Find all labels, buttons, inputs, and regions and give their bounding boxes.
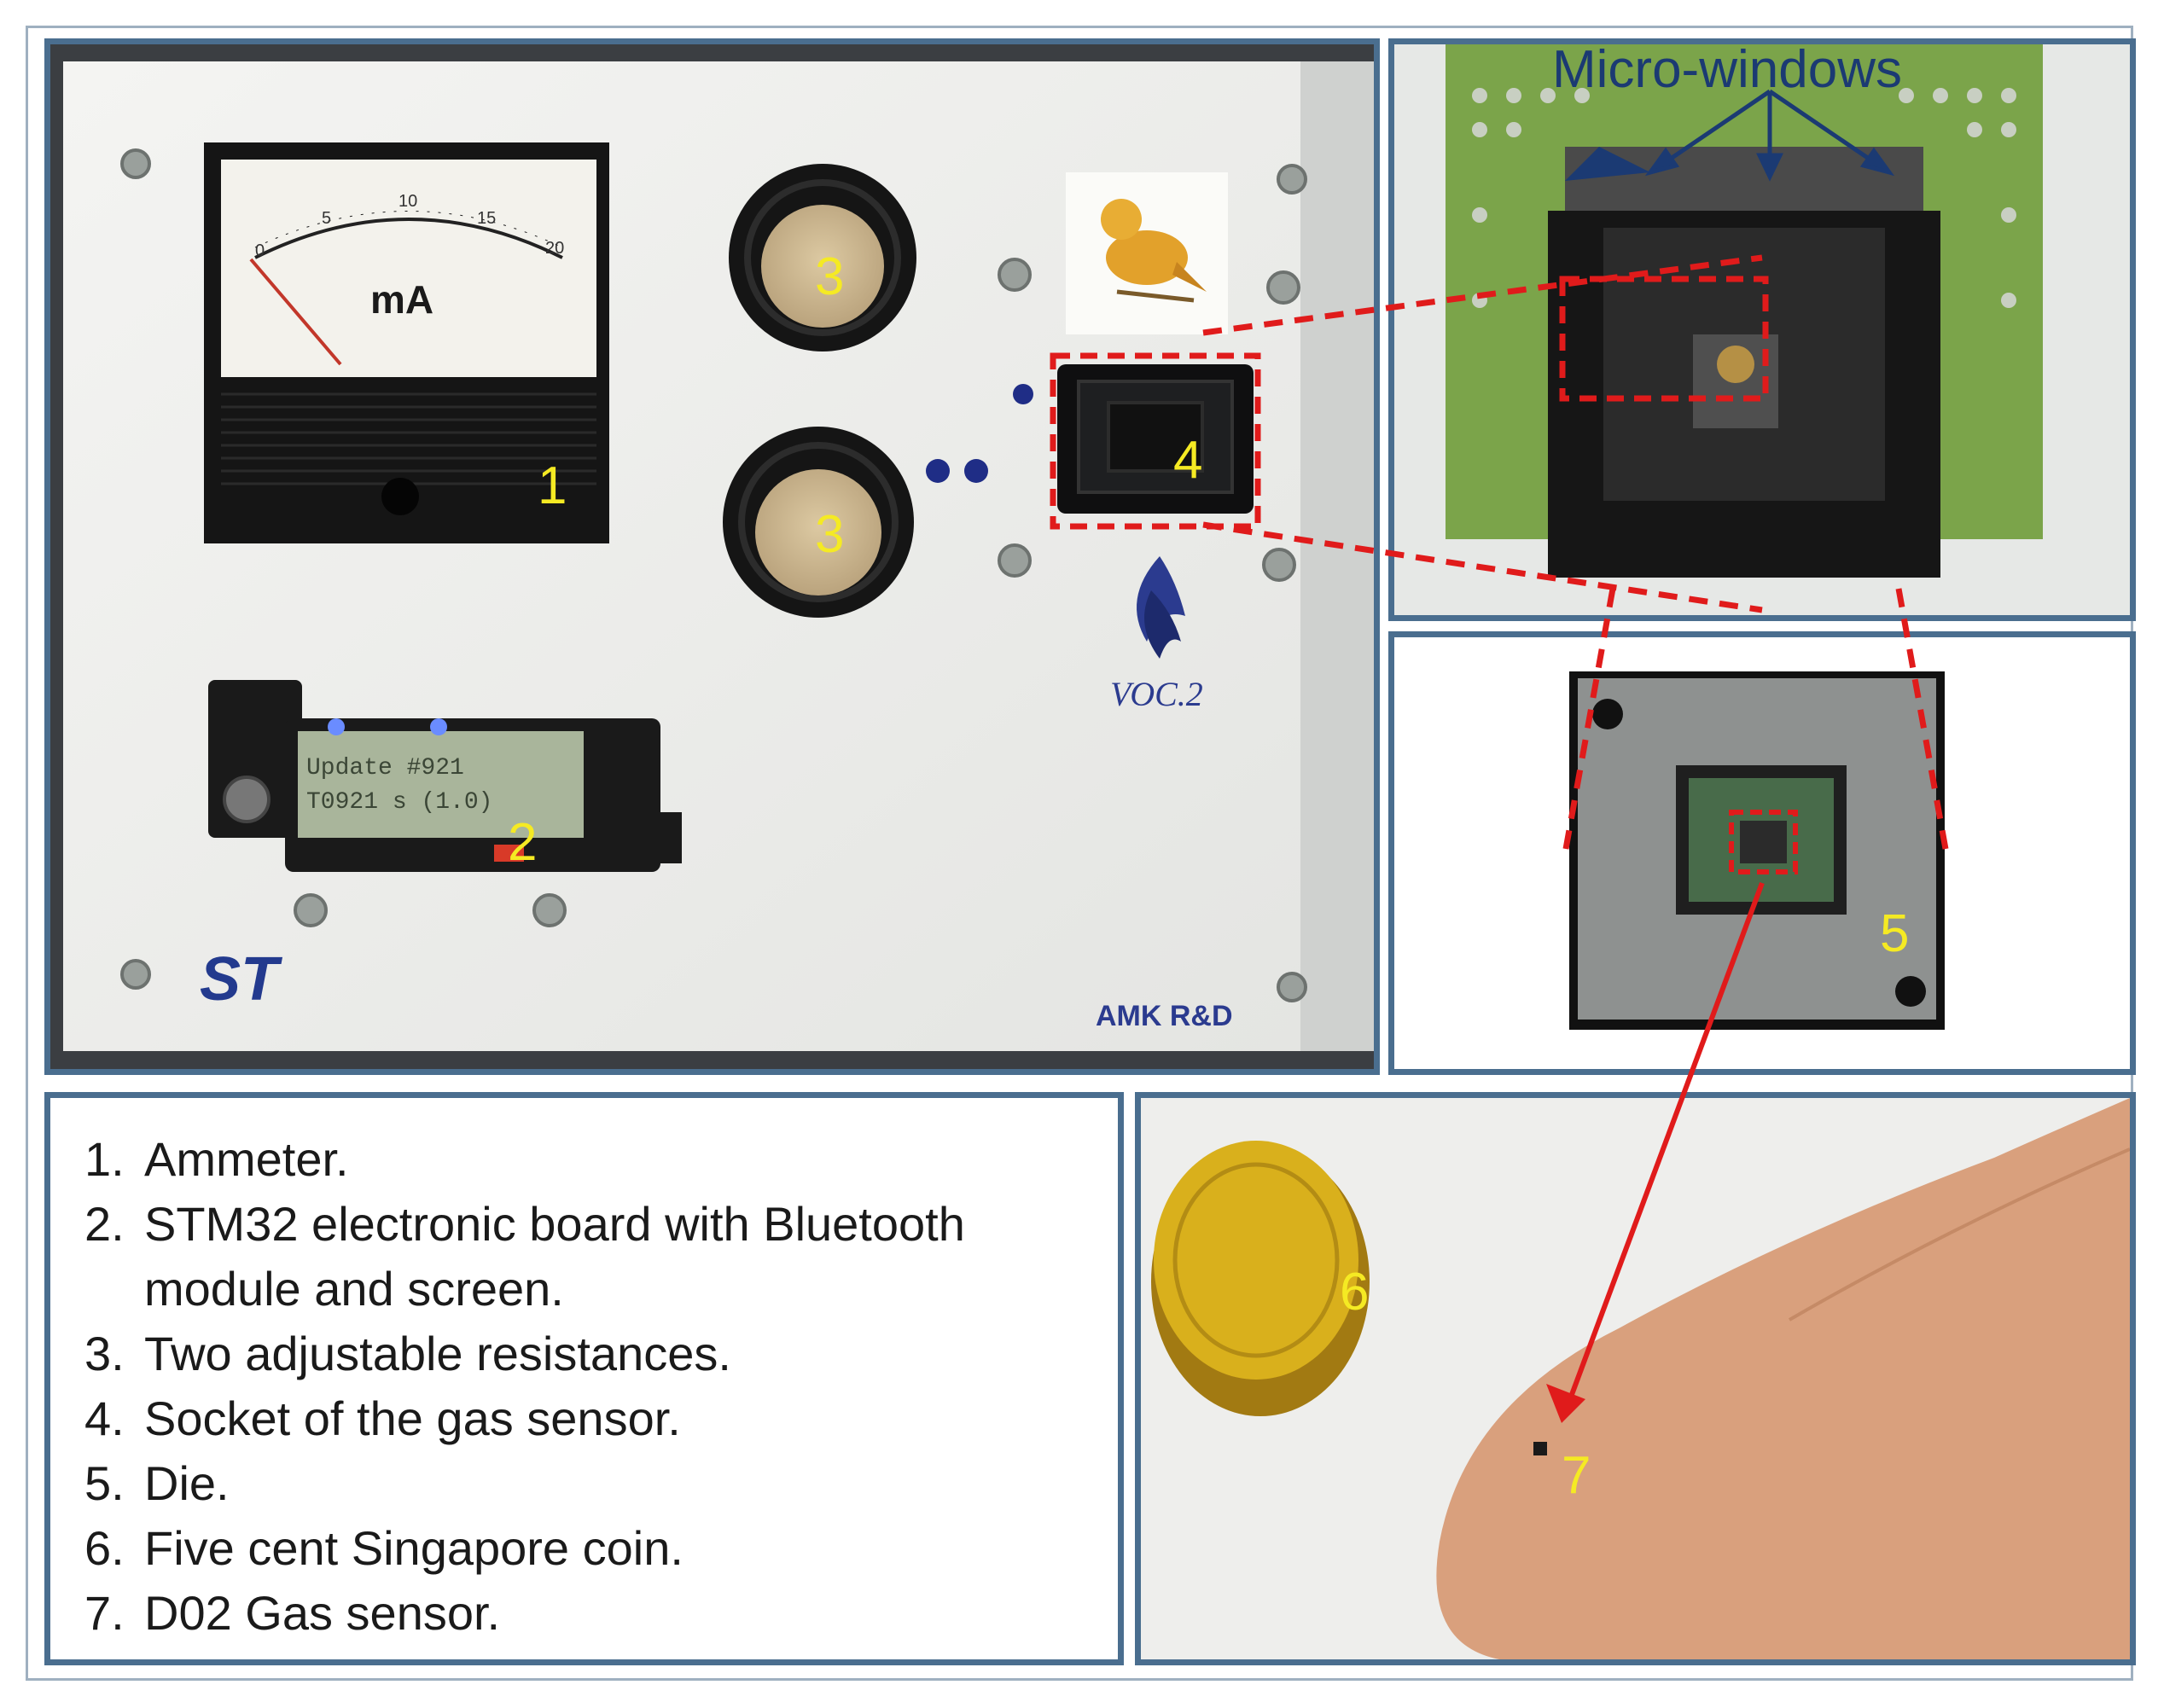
screws: [120, 148, 1307, 1002]
die-chip: [1740, 821, 1787, 863]
micro-windows-arrows: [1644, 89, 1895, 182]
legend-item-number: 2.: [84, 1197, 125, 1251]
svg-text:ST: ST: [200, 945, 283, 1014]
legend-item: 5. Die.: [84, 1451, 1084, 1516]
voc-flame-logo: VOC.2: [1110, 556, 1203, 713]
socket-closeup-panel: Micro-windows: [1388, 38, 2136, 621]
legend-item: 6. Five cent Singapore coin.: [84, 1516, 1084, 1581]
legend-item: 2. STM32 electronic board with Bluetooth …: [84, 1192, 1084, 1322]
chip-highlight-box: [1729, 810, 1798, 874]
legend-item-number: 1.: [84, 1132, 125, 1186]
st-logo: ST: [200, 945, 283, 1014]
voc-logo-text: VOC.2: [1110, 675, 1203, 713]
ammeter: 0 5 10 15 20 mA: [204, 142, 609, 543]
socket-closeup-illustration: Micro-windows: [1394, 44, 2130, 615]
maker-label: AMK R&D: [1096, 1000, 1233, 1032]
coin-finger-illustration: [1141, 1098, 2130, 1659]
meter-scale-15: 15: [477, 209, 496, 228]
meter-scale-5: 5: [322, 209, 331, 228]
legend-item: 7. D02 Gas sensor.: [84, 1581, 1084, 1646]
sensor-socket: [1057, 364, 1254, 514]
micro-windows-label: Micro-windows: [1552, 44, 1902, 99]
socket-lid: [1565, 147, 1923, 215]
lcd-line-1: Update #921: [306, 755, 464, 781]
legend-panel: 1. Ammeter. 2. STM32 electronic board with…: [44, 1092, 1124, 1665]
die-illustration: [1394, 637, 2130, 1069]
legend-item-number: 6.: [84, 1521, 125, 1575]
legend-item-text: D02 Gas sensor.: [144, 1586, 501, 1640]
device-photo-panel: 0 5 10 15 20 mA: [44, 38, 1380, 1075]
meter-unit-label: mA: [370, 277, 433, 322]
legend-item: 3. Two adjustable resistances.: [84, 1322, 1084, 1386]
legend-item-number: 3.: [84, 1327, 125, 1380]
gas-sensor-chip: [1533, 1442, 1547, 1455]
meter-scale-0: 0: [255, 241, 265, 260]
coin-finger-panel: [1135, 1092, 2136, 1665]
legend-item-text: STM32 electronic board with Bluetooth mo…: [144, 1197, 965, 1316]
legend-item-text: Die.: [144, 1456, 230, 1510]
meter-scale-20: 20: [545, 239, 564, 258]
die-panel: [1388, 631, 2136, 1075]
adjustable-resistor-knob-top: [729, 164, 916, 351]
die-highlight-box: [1559, 276, 1769, 402]
legend-item-number: 4.: [84, 1391, 125, 1445]
legend-list: 1. Ammeter. 2. STM32 electronic board with…: [50, 1098, 1118, 1646]
meter-scale-10: 10: [398, 192, 417, 211]
fingertip: [1436, 1098, 2130, 1659]
legend-item: 1. Ammeter.: [84, 1127, 1084, 1192]
lcd-line-2: T0921 s (1.0): [306, 789, 492, 816]
legend-item-text: Five cent Singapore coin.: [144, 1521, 684, 1575]
device-illustration: 0 5 10 15 20 mA: [50, 44, 1374, 1069]
stm32-board: Update #921 T0921 s (1.0): [208, 680, 682, 872]
legend-item-number: 7.: [84, 1586, 125, 1640]
legend-item-text: Ammeter.: [144, 1132, 349, 1186]
socket-highlight-box: [1050, 352, 1261, 530]
legend-item: 4. Socket of the gas sensor.: [84, 1386, 1084, 1451]
legend-item-number: 5.: [84, 1456, 125, 1510]
legend-item-text: Two adjustable resistances.: [144, 1327, 731, 1380]
canary-sticker: [1066, 172, 1228, 334]
singapore-coin: [1151, 1141, 1370, 1416]
adjustable-resistor-knob-bottom: [723, 427, 914, 618]
legend-item-text: Socket of the gas sensor.: [144, 1391, 681, 1445]
meter-grille: [221, 392, 596, 485]
